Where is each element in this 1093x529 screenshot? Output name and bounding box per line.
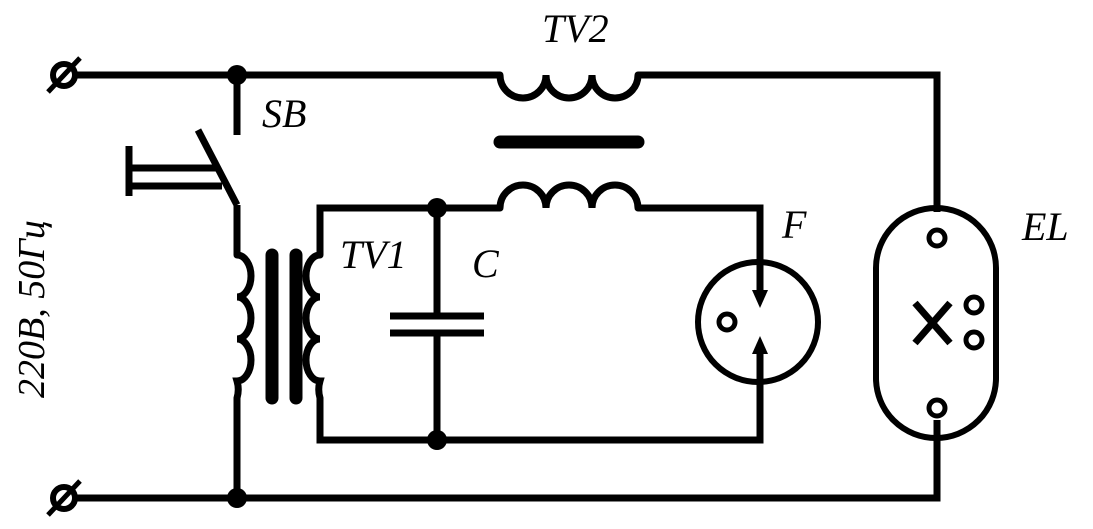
el-label: EL (1021, 204, 1069, 249)
tv1-primary-coil (232, 251, 255, 402)
top-supply-wire (75, 71, 941, 212)
spark-gap-f (695, 259, 821, 385)
switch-sb (125, 75, 241, 255)
tv1-secondary-coil (302, 251, 325, 402)
lamp-el (873, 205, 999, 441)
supply-voltage-label: 220В, 50Гц (11, 220, 53, 398)
f-label: F (781, 202, 807, 247)
tv2-label: TV2 (542, 6, 609, 51)
junction-bottom-left (227, 488, 247, 508)
sb-label: SB (262, 91, 306, 136)
tv1-label: TV1 (340, 232, 407, 277)
tv2-secondary-coil (496, 181, 642, 212)
tv2-primary-coil (496, 71, 642, 102)
tv1-core (265, 248, 303, 405)
capacitor-c (390, 208, 484, 440)
c-label: C (472, 241, 500, 286)
bottom-supply-wire (75, 420, 941, 502)
